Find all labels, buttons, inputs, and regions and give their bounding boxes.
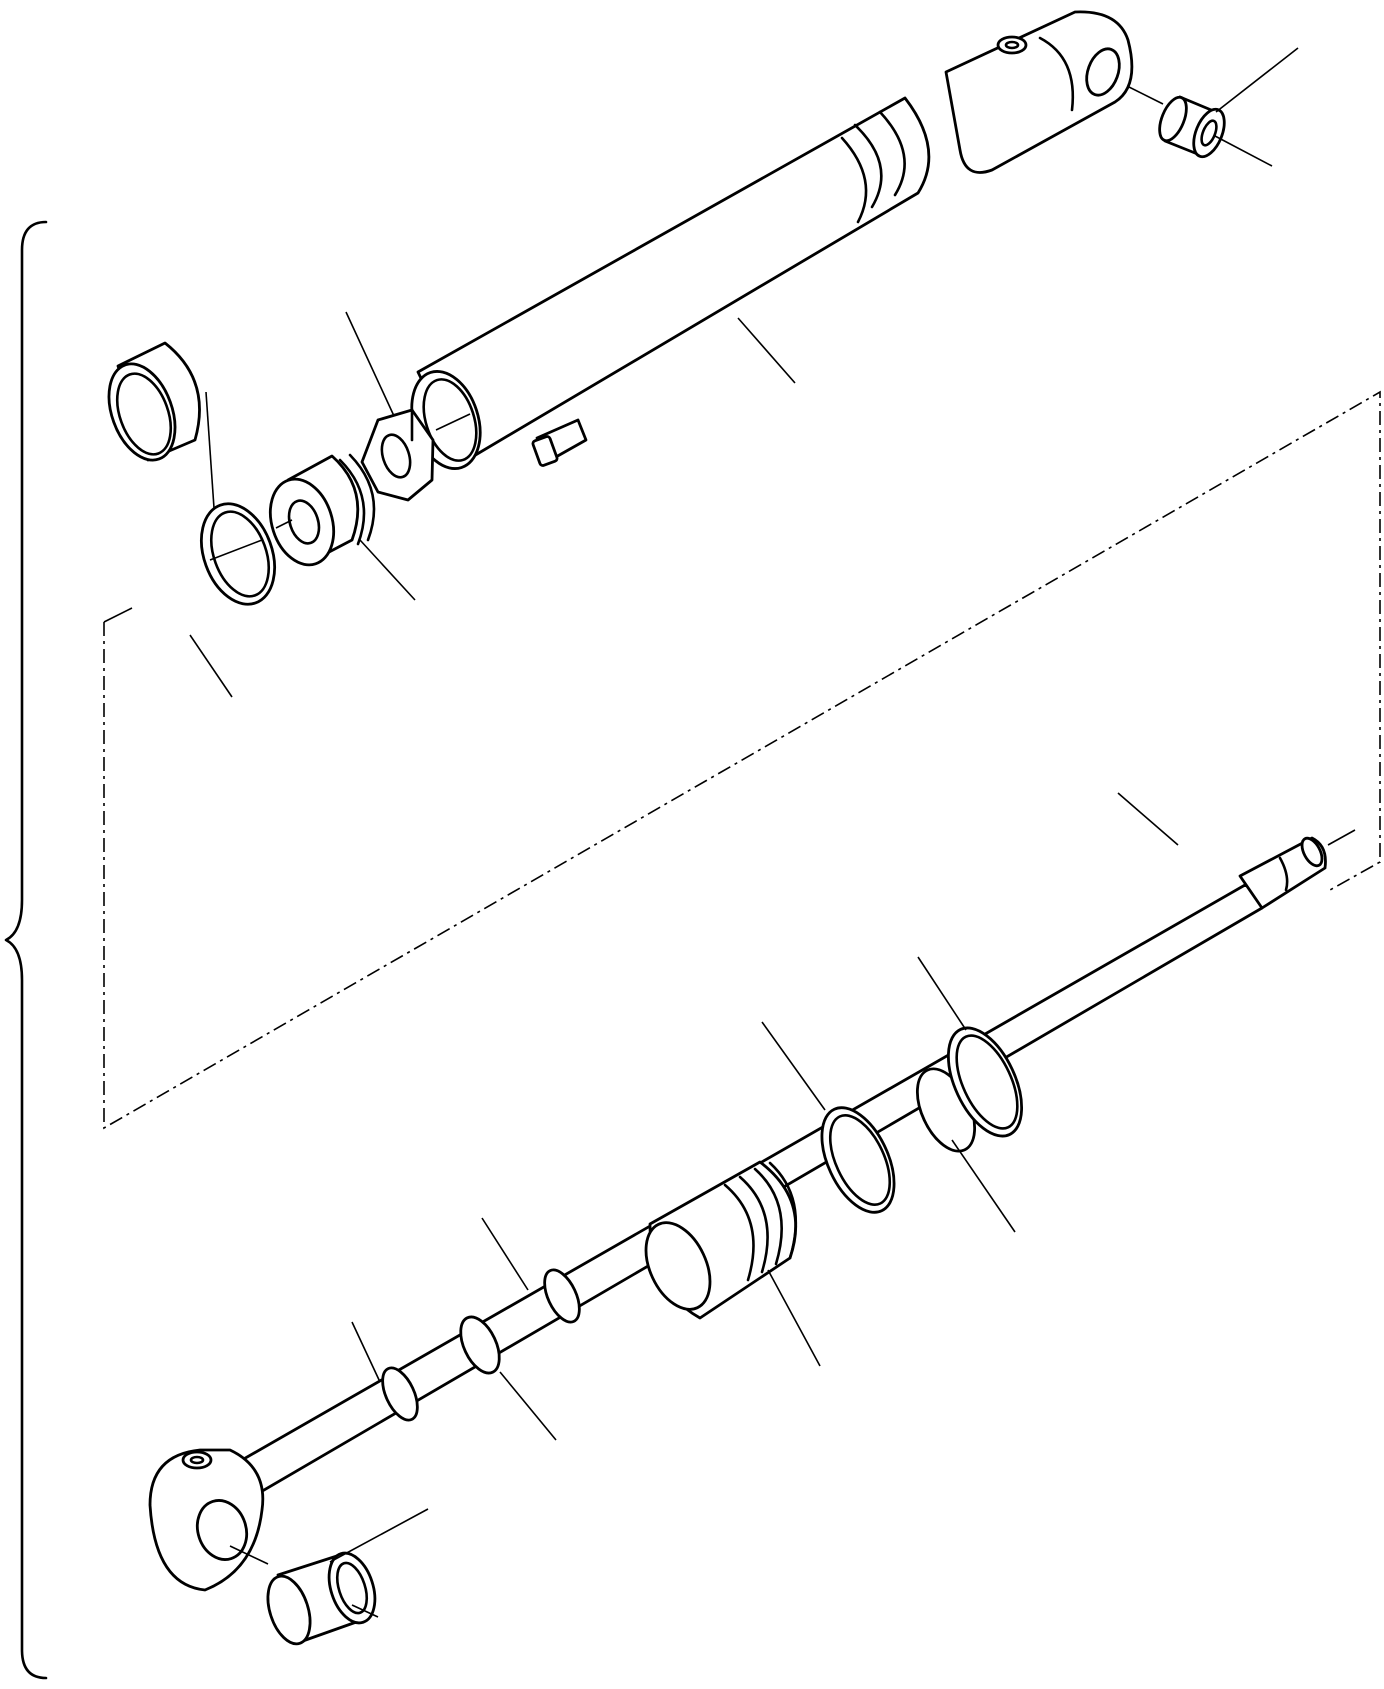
rod-bushing-icon [229,1508,429,1646]
hex-nut-icon [345,311,471,502]
bushing-top-icon [1114,47,1299,167]
piston-icon [268,453,416,601]
piston-rod-icon [148,792,1356,1592]
gland-icon [103,341,233,698]
alignment-lines [103,390,1381,1130]
ring-icon [200,391,276,606]
cylinder-tube-icon [410,10,1134,470]
group-brace [4,220,48,1680]
